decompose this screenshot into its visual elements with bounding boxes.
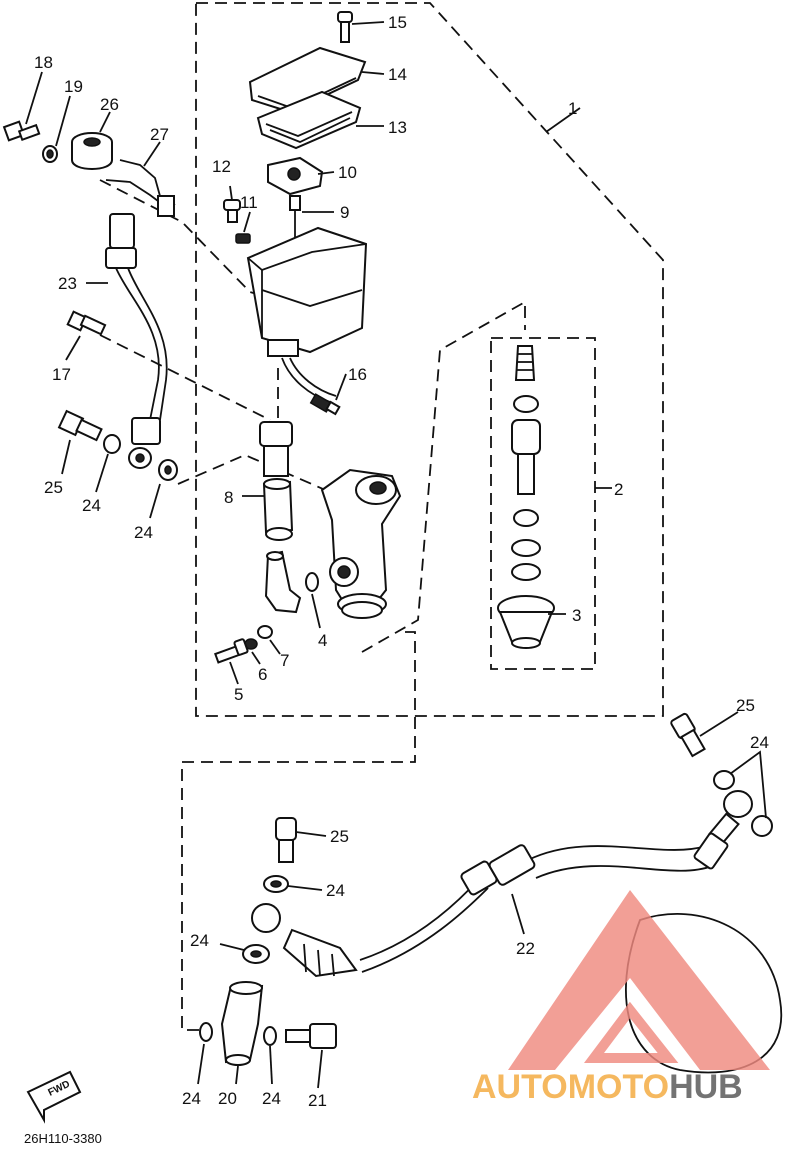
callout-24-g: 24: [262, 1089, 281, 1108]
callout-27: 27: [150, 125, 169, 144]
callout-14: 14: [388, 65, 407, 84]
o-ring-7: [257, 625, 273, 639]
assembly-1-boundary: [195, 2, 664, 717]
callout-18: 18: [34, 53, 53, 72]
callout-21: 21: [308, 1091, 327, 1110]
callout-1: 1: [568, 99, 577, 118]
washer-24-left-a: [103, 434, 121, 454]
float-plate-10: [267, 156, 324, 196]
callout-24-d: 24: [326, 881, 345, 900]
bracket-link-path: [99, 179, 351, 321]
bolt17-link-path: [99, 334, 271, 421]
callout-25-b: 25: [736, 696, 755, 715]
callout-8: 8: [224, 488, 233, 507]
callout-22: 22: [516, 939, 535, 958]
hose-end-link-path: [177, 454, 331, 493]
automotohub-watermark: AUTOMOTOHUB: [472, 890, 770, 1106]
screw-15: [337, 11, 353, 43]
screw-5: [214, 638, 249, 664]
washer-24-right-b: [751, 815, 773, 837]
callout-10: 10: [338, 163, 357, 182]
callout-24-a: 24: [82, 496, 101, 515]
spring-kit-2: [511, 345, 541, 581]
reservoir-tank: [246, 226, 368, 357]
watermark-text-automoto: AUTOMOTO: [472, 1068, 669, 1106]
screw-12: [223, 199, 241, 223]
svg-text:AUTOMOTOHUB: AUTOMOTOHUB: [472, 1068, 743, 1106]
callout-11: 11: [240, 193, 258, 212]
leader-lines: [25, 21, 767, 1089]
callout-5: 5: [234, 685, 243, 704]
reservoir-hose-fitting: [259, 421, 293, 477]
brake-hose-23: [105, 213, 168, 469]
bolt-17: [66, 310, 107, 336]
kit-2-boundary: [490, 337, 596, 670]
washer-24-left-b: [158, 459, 178, 481]
callout-20: 20: [218, 1089, 237, 1108]
washer-24-center-a: [263, 875, 289, 893]
callout-25-c: 25: [330, 827, 349, 846]
washer-24-right-a: [713, 770, 735, 790]
grommet-26: [71, 132, 113, 170]
union-bolt-25-center: [275, 817, 297, 863]
bolt-18: [2, 120, 41, 142]
hose-joint-20: [220, 981, 264, 1066]
callout-16: 16: [348, 365, 367, 384]
callout-13: 13: [388, 118, 407, 137]
callout-26: 26: [100, 95, 119, 114]
callout-15: 15: [388, 13, 407, 32]
drawing-code: 26H110-3380: [24, 1131, 102, 1146]
callout-24-b: 24: [134, 523, 153, 542]
union-bolt-25-left: [57, 409, 103, 442]
forward-arrow-icon: FWD: [26, 1070, 82, 1124]
o-ring-4: [305, 572, 319, 592]
callout-17: 17: [52, 365, 71, 384]
boot-3: [497, 595, 555, 649]
bolt-21: [285, 1023, 337, 1049]
callout-7: 7: [280, 651, 289, 670]
washer-19: [42, 145, 58, 163]
joint-pipe: [264, 550, 302, 614]
watermark-triangle-inner-icon: [584, 1001, 679, 1063]
brake-hose-22: [359, 832, 729, 973]
callout-24-c: 24: [750, 733, 769, 752]
watermark-triangle-outer-icon: [508, 890, 770, 1070]
union-bolt-25-right: [670, 712, 706, 758]
hose-fitting-left: [251, 903, 358, 978]
nut-11: [235, 233, 251, 244]
kit-link-path: [361, 300, 526, 653]
callout-9: 9: [340, 203, 349, 222]
master-cylinder-body: [320, 468, 402, 619]
diaphragm-13: [256, 90, 362, 150]
callout-24-e: 24: [190, 931, 209, 950]
washer-24-bottom-a: [199, 1022, 213, 1042]
watermark-text-hub: HUB: [669, 1068, 743, 1106]
callout-6: 6: [258, 665, 267, 684]
callout-4: 4: [318, 631, 327, 650]
callout-2: 2: [614, 480, 623, 499]
callout-3: 3: [572, 606, 581, 625]
hose-connection-path: [181, 631, 416, 1031]
callout-25-a: 25: [44, 478, 63, 497]
hose-8: [262, 478, 294, 541]
callout-12: 12: [212, 157, 231, 176]
callout-labels: 1 2 3 4 5 6 7 8 9 10 11 12 13 14 15 16 1…: [34, 13, 769, 1110]
washer-24-center-b: [242, 944, 270, 964]
hose-16: [281, 357, 341, 416]
callout-24-f: 24: [182, 1089, 201, 1108]
bracket-27: [105, 159, 176, 217]
callout-19: 19: [64, 77, 83, 96]
washer-24-bottom-b: [263, 1026, 277, 1046]
callout-23: 23: [58, 274, 77, 293]
